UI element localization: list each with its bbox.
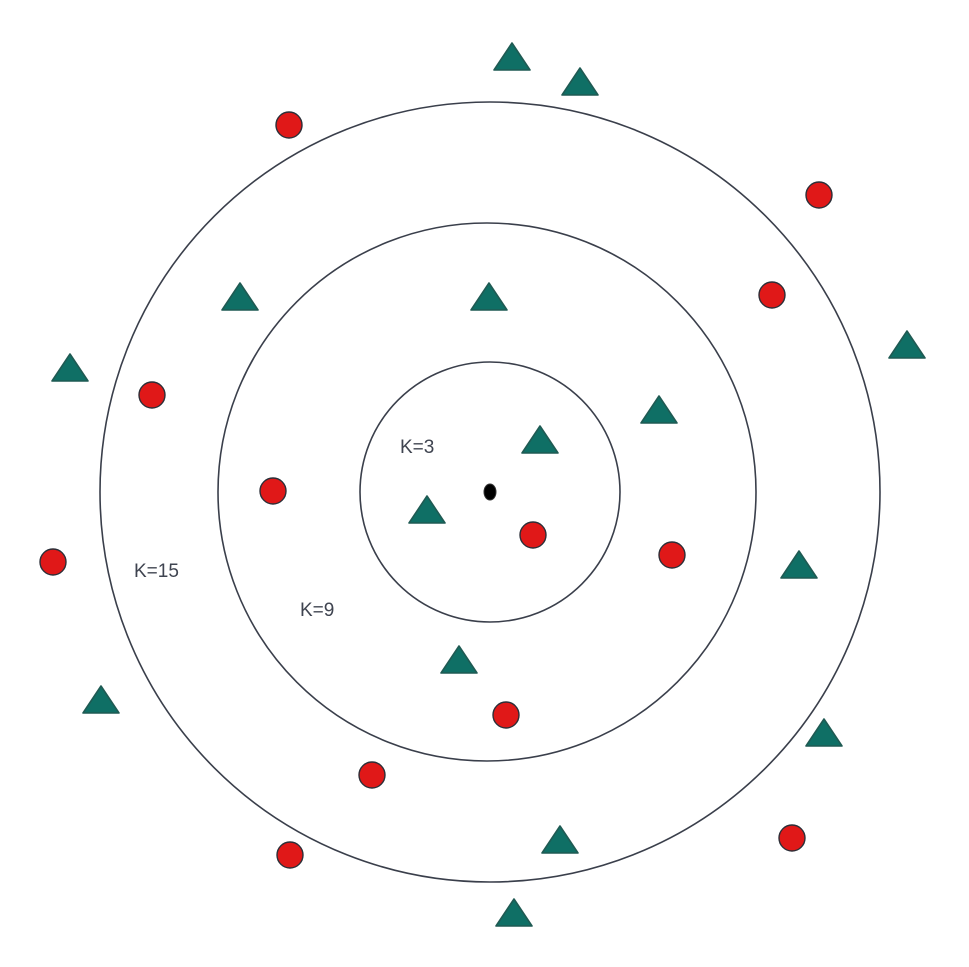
triangle-point-13 — [805, 718, 843, 747]
ring-label-k15: K=15 — [134, 561, 179, 582]
circle-point-11 — [778, 824, 806, 852]
circle-point-2 — [805, 181, 833, 209]
triangle-point-11 — [440, 645, 478, 674]
triangle-point-9 — [408, 495, 446, 524]
circle-point-1 — [275, 111, 303, 139]
ring-k15 — [99, 101, 881, 883]
circle-point-9 — [492, 701, 520, 729]
triangle-point-12 — [82, 685, 120, 714]
triangle-point-3 — [221, 282, 259, 311]
triangle-point-14 — [541, 825, 579, 854]
circle-point-5 — [259, 477, 287, 505]
ring-label-k3: K=3 — [400, 437, 434, 458]
circle-point-10 — [358, 761, 386, 789]
triangle-point-10 — [780, 550, 818, 579]
triangle-point-4 — [470, 282, 508, 311]
circle-point-4 — [138, 381, 166, 409]
query-point — [483, 483, 497, 501]
triangle-point-6 — [888, 330, 926, 359]
circle-point-12 — [276, 841, 304, 869]
circle-point-7 — [658, 541, 686, 569]
triangle-point-1 — [493, 42, 531, 71]
ring-k9 — [217, 222, 757, 762]
triangle-point-2 — [561, 67, 599, 96]
triangle-point-5 — [51, 353, 89, 382]
points-layer — [39, 42, 926, 927]
ring-k3 — [359, 361, 621, 623]
circle-point-8 — [39, 548, 67, 576]
triangle-point-15 — [495, 898, 533, 927]
ring-label-k9: K=9 — [300, 600, 334, 621]
triangle-point-8 — [521, 425, 559, 454]
triangle-point-7 — [640, 395, 678, 424]
circle-point-3 — [758, 281, 786, 309]
circle-point-6 — [519, 521, 547, 549]
